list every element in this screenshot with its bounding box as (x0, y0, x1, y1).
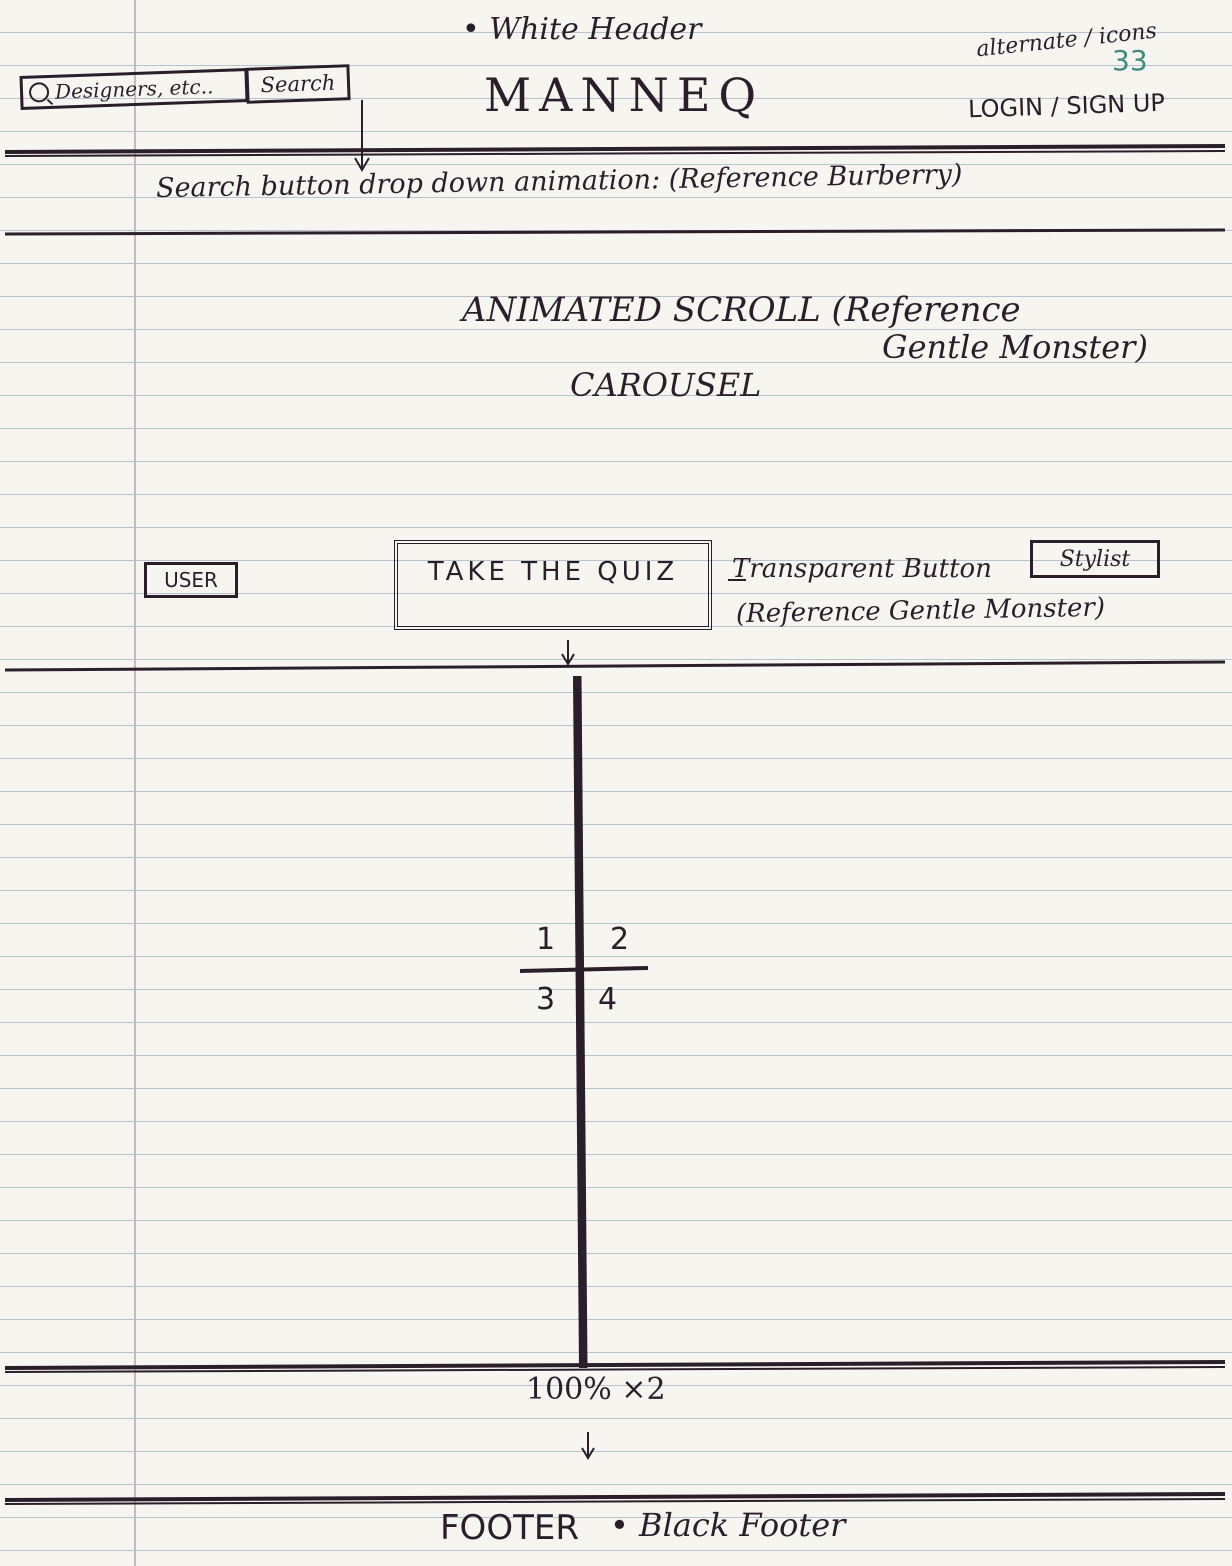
search-bar[interactable]: Designers, etc.. Search (19, 64, 351, 110)
search-button[interactable]: Search (245, 64, 351, 104)
search-icon (28, 81, 54, 106)
stylist-button[interactable]: Stylist (1030, 540, 1160, 578)
grid-cell-2: 2 (610, 922, 630, 957)
search-input[interactable]: Designers, etc.. (19, 68, 249, 110)
hero-line-1: ANIMATED SCROLL (Reference (462, 290, 1021, 330)
grid-cell-4: 4 (598, 982, 618, 1017)
page-number: 33 (1112, 44, 1148, 77)
user-button[interactable]: USER (144, 562, 238, 598)
footer-label: FOOTER (440, 1508, 579, 1548)
hero-line-3: CAROUSEL (570, 366, 762, 404)
stylist-button-label: Stylist (1059, 546, 1131, 572)
grid-size-note: 100% ×2 (526, 1372, 666, 1407)
header-note: • White Header (462, 12, 702, 47)
user-button-label: USER (164, 568, 218, 592)
logo[interactable]: MANNEQ (484, 68, 765, 122)
footer-note: • Black Footer (610, 1506, 846, 1544)
transparent-button-note: Transparent Button (732, 554, 992, 584)
take-quiz-label: TAKE THE QUIZ (427, 557, 679, 587)
search-placeholder: Designers, etc.. (54, 74, 214, 104)
grid-cell-3: 3 (536, 982, 556, 1017)
take-quiz-button[interactable]: TAKE THE QUIZ (394, 540, 712, 630)
hero-line-2: Gentle Monster) (882, 328, 1148, 366)
grid-cell-1: 1 (536, 922, 556, 957)
hero-carousel-note: ANIMATED SCROLL (Reference Gentle Monste… (462, 290, 1148, 404)
search-button-label: Search (260, 70, 336, 98)
